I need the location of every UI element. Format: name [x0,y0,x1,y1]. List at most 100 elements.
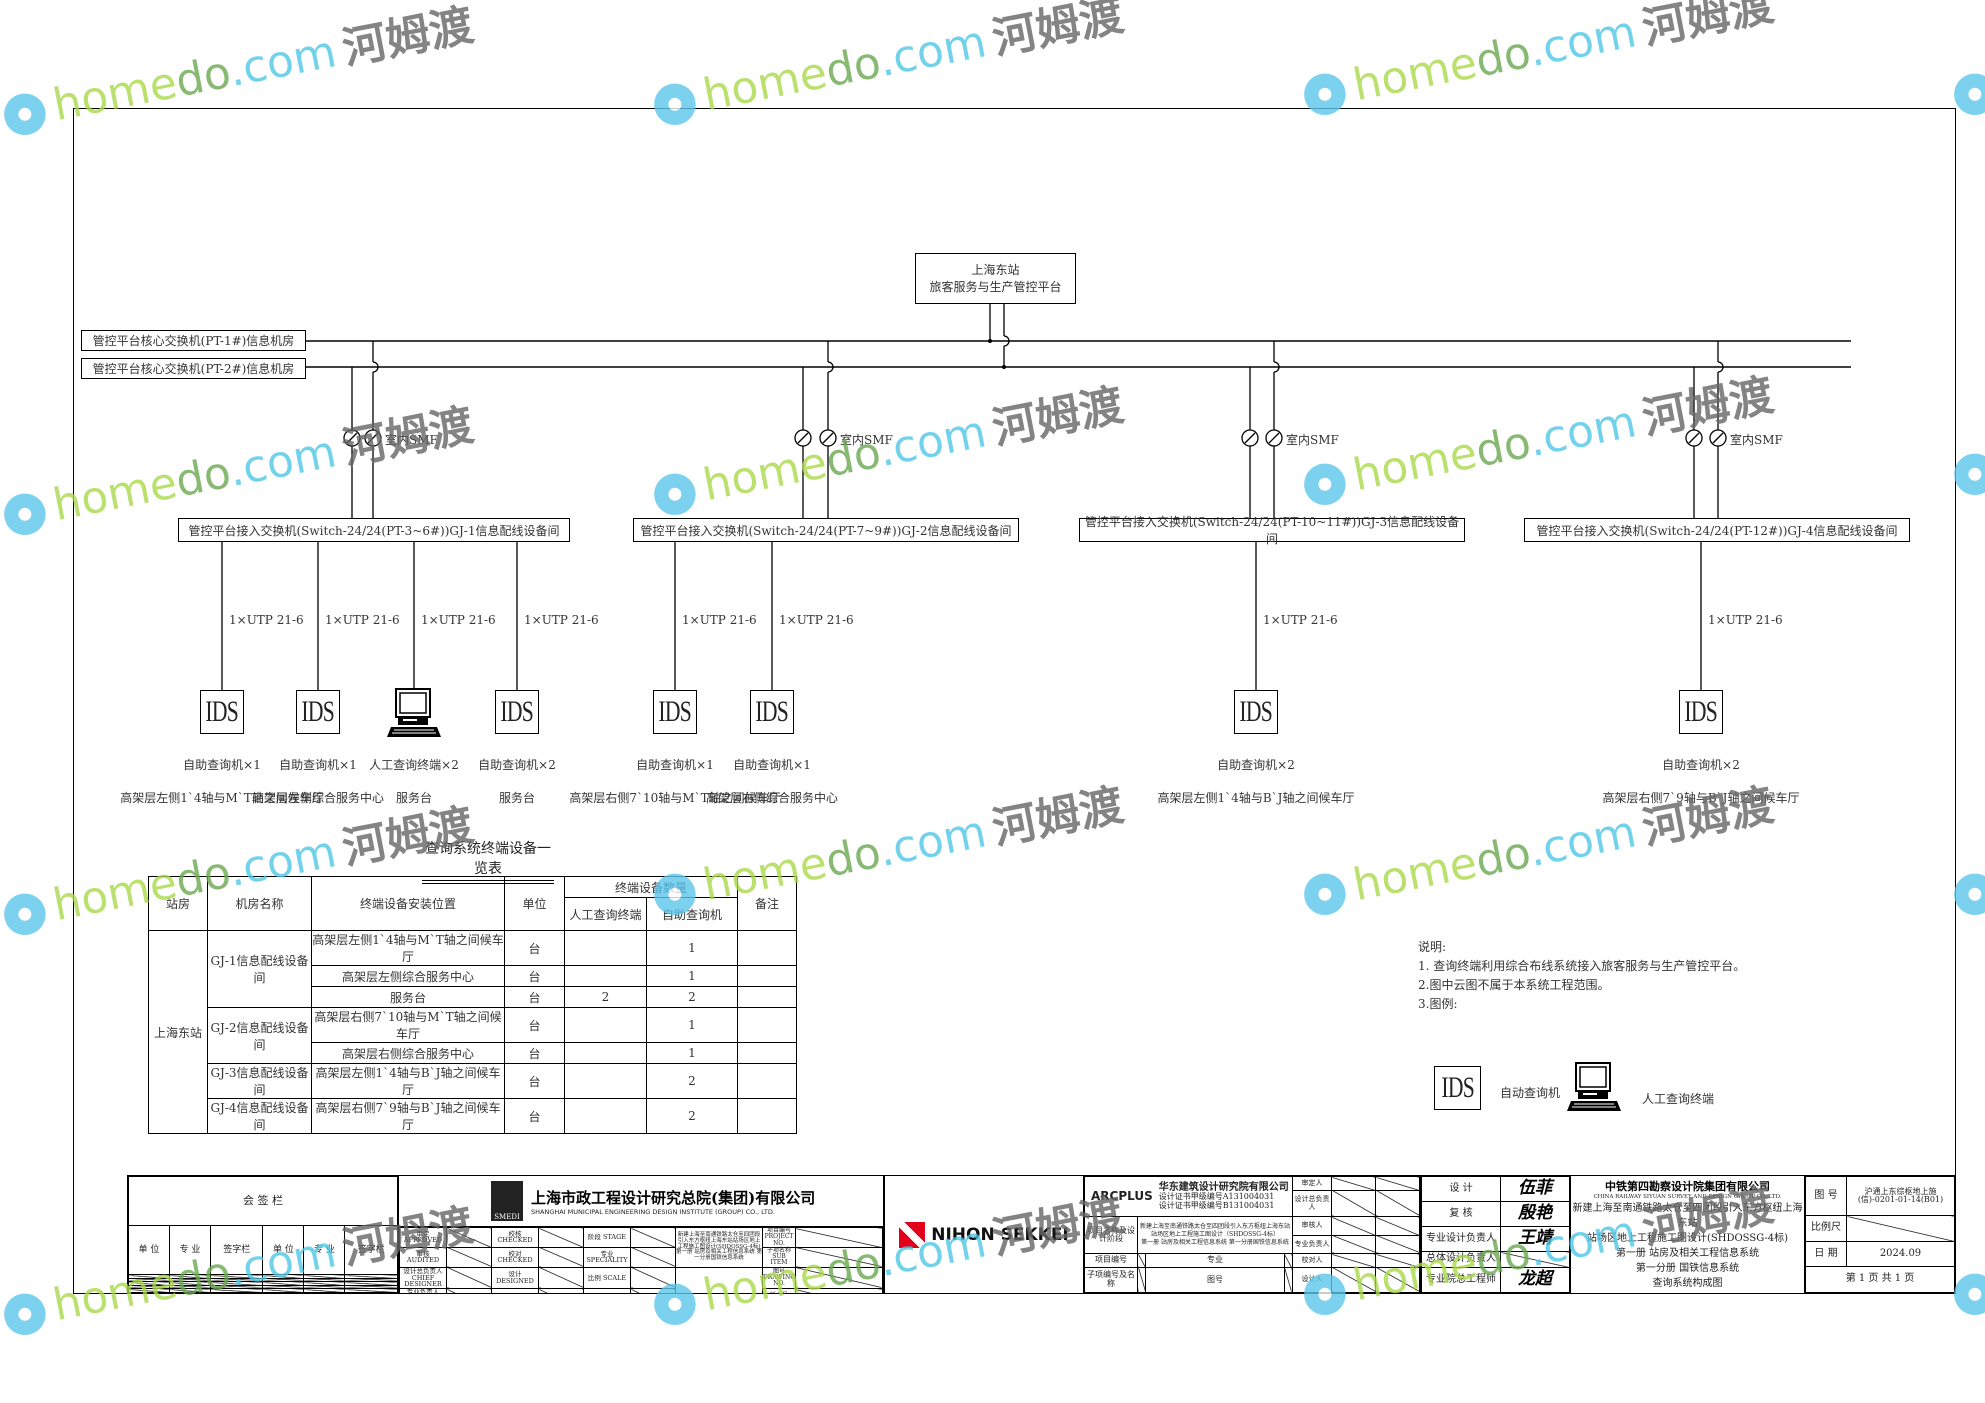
cell-room: GJ-1信息配线设备间 [207,930,312,1008]
signature: 王靖 [1500,1226,1570,1253]
countersign-title: 会 签 栏 [128,1176,398,1227]
cell-manual: 2 [564,986,647,1008]
ecadi-cert-b: 设计证书甲级编号B131004031 [1158,1200,1275,1210]
core-switch-1: 管控平台核心交换机(PT-1#)信息机房 [81,330,306,351]
crossover-arc [1717,361,1724,373]
ids-kiosk-icon: IDS [1234,690,1278,734]
date-label: 日 期 [1805,1240,1847,1268]
ecadi-cert-a: 设计证书甲级编号A131004031 [1158,1192,1275,1202]
ecadi-project-line: 第一册 站房及相关工程信息系统 第一分册国铁信息系统 [1141,1239,1289,1247]
smedi-label: 日期 DATE [583,1288,631,1293]
smedi-label: 比例 SCALE [583,1266,631,1290]
crossover-arc [827,361,834,373]
fiber-connector-slash [1268,432,1280,444]
platform-line2: 旅客服务与生产管控平台 [929,279,1062,294]
cell-remark [737,1007,797,1043]
crsdi-name-cn: 中铁第四勘察设计院集团有限公司 [1605,1180,1770,1193]
crsdi-name-en: CHINA RAILWAY SIYUAN SURVEY AND DESIGN G… [1593,1194,1782,1200]
cell-remark [737,1098,797,1134]
countersign-block: 会 签 栏 单 位专 业签字栏单 位专 业签字栏 [127,1175,399,1294]
fiber-connector-slash [1712,432,1724,444]
nihon-sekkei-logo-icon [899,1221,926,1248]
device-count: 自助查询机×1 [279,758,357,772]
access-switch-1: 管控平台接入交换机(Switch-24/24(PT-3~6#))GJ-1信息配线… [178,518,570,542]
cell-manual [564,1063,647,1099]
th-room: 机房名称 [207,876,312,931]
device-count: 自助查询机×1 [183,758,261,772]
crsdi-line: 第一册 站房及相关工程信息系统 [1615,1248,1760,1259]
signoff-role: 总体设计负责人 [1421,1251,1501,1268]
countersign-col: 专 业 [168,1225,211,1276]
cell-self: 2 [646,986,738,1008]
cell-remark [737,965,797,987]
platform-box: 上海东站 旅客服务与生产管控平台 [915,253,1076,304]
cell-unit: 台 [504,986,565,1008]
cell-location: 高架层左侧1`4轴与M`T轴之间候车厅 [311,930,505,966]
empty-cell [262,1288,305,1293]
device-count: 自助查询机×1 [636,758,714,772]
access-switch-4: 管控平台接入交换机(Switch-24/24(PT-12#))GJ-4信息配线设… [1524,518,1910,542]
cell-self: 1 [646,1007,738,1043]
cable-label: 1×UTP 21-6 [1708,613,1783,627]
cell-unit: 台 [504,930,565,966]
device-count: 人工查询终端×2 [369,758,459,772]
cable-label: 1×UTP 21-6 [325,613,400,627]
signoff-role: 专业院总工程师 [1421,1266,1501,1293]
device-count: 自助查询机×2 [478,758,556,772]
smedi-project: 新建上海至南通铁路太仓至四团段引入东方枢纽上海东站站场区地上工程施工图设计(SH… [675,1227,763,1268]
fiber-connector-slash [1244,432,1256,444]
cable-label: 1×UTP 21-6 [1263,613,1338,627]
smedi-label: 项目编号 PROJECT NO. [762,1227,796,1248]
cell-location: 高架层右侧7`9轴与B`J轴之间候车厅 [311,1098,505,1134]
cell-self: 1 [646,930,738,966]
cell-self: 2 [646,1098,738,1134]
cell-location: 高架层右侧7`10轴与M`T轴之间候车厅 [311,1007,505,1043]
ecadi-name: 华东建筑设计研究院有限公司 [1158,1181,1289,1193]
signature [1500,1251,1570,1268]
smedi-label: 制图 DRAWN [491,1288,539,1293]
cell-manual [564,1007,647,1043]
cell-location: 服务台 [311,986,505,1008]
cell-manual [564,965,647,987]
cell-location: 高架层左侧综合服务中心 [311,965,505,987]
signoff-role: 复 核 [1421,1201,1501,1228]
junction-dot [1002,365,1006,369]
empty-cell [303,1288,346,1293]
nihon-sekkei-block: NIHON SEKKEI [884,1175,1084,1294]
signoff-role: 专业设计负责人 [1421,1226,1501,1253]
smedi-label: 专业负责人 SPECIALITY ENGINEER [399,1288,447,1293]
ecadi-logo: ARCPLUS [1091,1189,1153,1204]
crossover-arc [1273,361,1280,373]
cell-unit: 台 [504,965,565,987]
signoff-role: 设 计 [1421,1176,1501,1203]
ids-kiosk-icon: IDS [1679,690,1723,734]
empty-cell [344,1288,398,1293]
ecadi-stage-label: 项目名称及设计阶段 [1084,1216,1138,1255]
fiber-label: 室内SMF [1286,433,1339,447]
role-label: 设计总负责人 [1292,1189,1332,1218]
core-switch-2: 管控平台核心交换机(PT-2#)信息机房 [81,358,306,379]
th-qty-group: 终端设备数量 [564,876,738,898]
note-1: 1. 查询终端利用综合布线系统接入旅客服务与生产管控平台。 [1418,959,1746,973]
cable-label: 1×UTP 21-6 [524,613,599,627]
th-remark: 备注 [737,876,797,931]
cell-self: 1 [646,1042,738,1064]
smedi-label: 校对 CHECKED [491,1246,539,1268]
smedi-block: SMEDI 上海市政工程设计研究总院(集团)有限公司 SHANGHAI MUNI… [398,1175,884,1294]
legend-pc-icon [1566,1062,1622,1116]
role-label: 专业负责人 [1292,1234,1332,1255]
role-label: 审定人 [1292,1176,1332,1191]
sub-item-label: 子项编号及名称 [1084,1266,1138,1293]
device-count: 自助查询机×2 [1217,758,1295,772]
signature: 伍菲 [1500,1176,1570,1203]
device-count: 自助查询机×2 [1662,758,1740,772]
device-location: 高架层左侧1`4轴与M`T轴之间候车厅 [120,791,324,805]
ids-kiosk-icon: IDS [495,690,539,734]
fiber-label: 室内SMF [1730,433,1783,447]
project-no-label: 项目编号 [1084,1253,1138,1268]
fiber-connector-slash [797,432,809,444]
empty-cell [128,1288,170,1293]
